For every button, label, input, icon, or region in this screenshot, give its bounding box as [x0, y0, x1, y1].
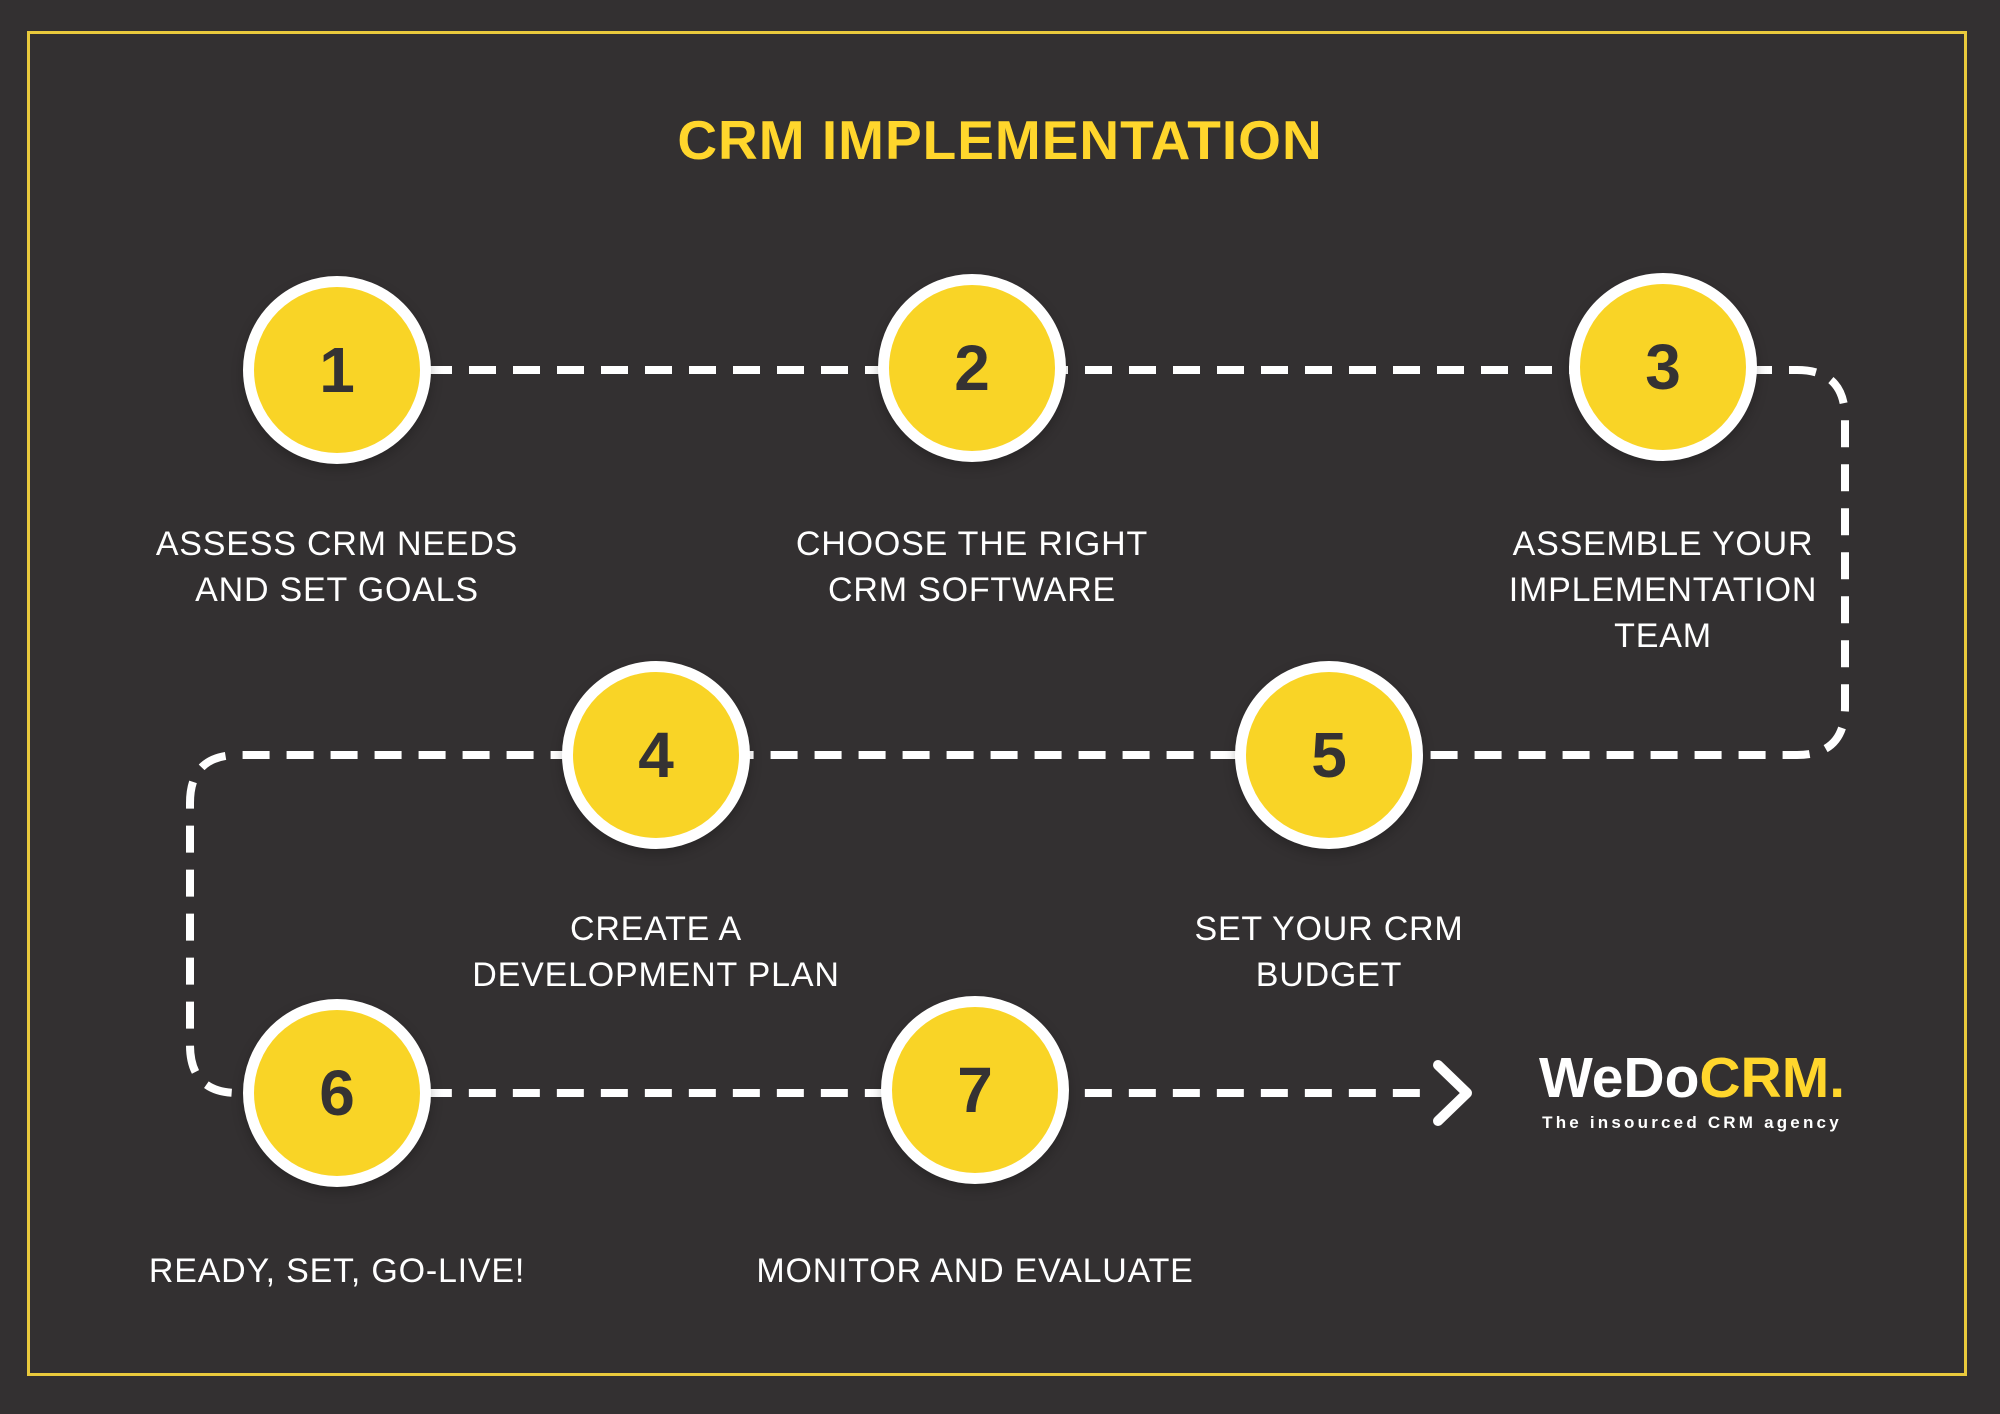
page-title: CRM IMPLEMENTATION [677, 109, 1323, 171]
step-2-label: CHOOSE THE RIGHT CRM SOFTWARE [795, 525, 1149, 609]
dashed-flow-line [186, 366, 1849, 1097]
brand-wordmark: WeDoCRM. [1538, 1050, 1846, 1107]
step-6-label: READY, SET, GO-LIVE! [148, 1252, 526, 1290]
brand-tagline: The insourced CRM agency [1542, 1113, 1842, 1132]
step-4-label: CREATE A DEVELOPMENT PLAN [472, 910, 840, 994]
step-2-number: 2 [954, 332, 990, 404]
step-5-label: SET YOUR CRM BUDGET [1194, 910, 1464, 994]
step-3-label: ASSEMBLE YOUR IMPLEMENTATION TEAM [1508, 525, 1818, 655]
step-3-number: 3 [1645, 331, 1681, 403]
brand-logo: WeDoCRM. The insourced CRM agency [1538, 1050, 1846, 1133]
brand-wordmark-wedo: WeDo [1538, 1046, 1700, 1110]
step-4-number: 4 [638, 719, 674, 791]
step-6-number: 6 [319, 1057, 355, 1129]
step-7-number: 7 [957, 1054, 993, 1126]
arrowhead-icon [1433, 1060, 1472, 1126]
step-5-circle: 5 [1235, 661, 1423, 849]
step-7-label: MONITOR AND EVALUATE [756, 1252, 1194, 1290]
step-5-number: 5 [1311, 719, 1347, 791]
brand-wordmark-crm: CRM. [1699, 1046, 1846, 1110]
step-1-number: 1 [319, 334, 355, 406]
step-6-circle: 6 [243, 999, 431, 1187]
step-1-label: ASSESS CRM NEEDS AND SET GOALS [155, 525, 519, 609]
step-1-circle: 1 [243, 276, 431, 464]
step-7-circle: 7 [881, 996, 1069, 1184]
step-3-circle: 3 [1569, 273, 1757, 461]
step-4-circle: 4 [562, 661, 750, 849]
step-2-circle: 2 [878, 274, 1066, 462]
